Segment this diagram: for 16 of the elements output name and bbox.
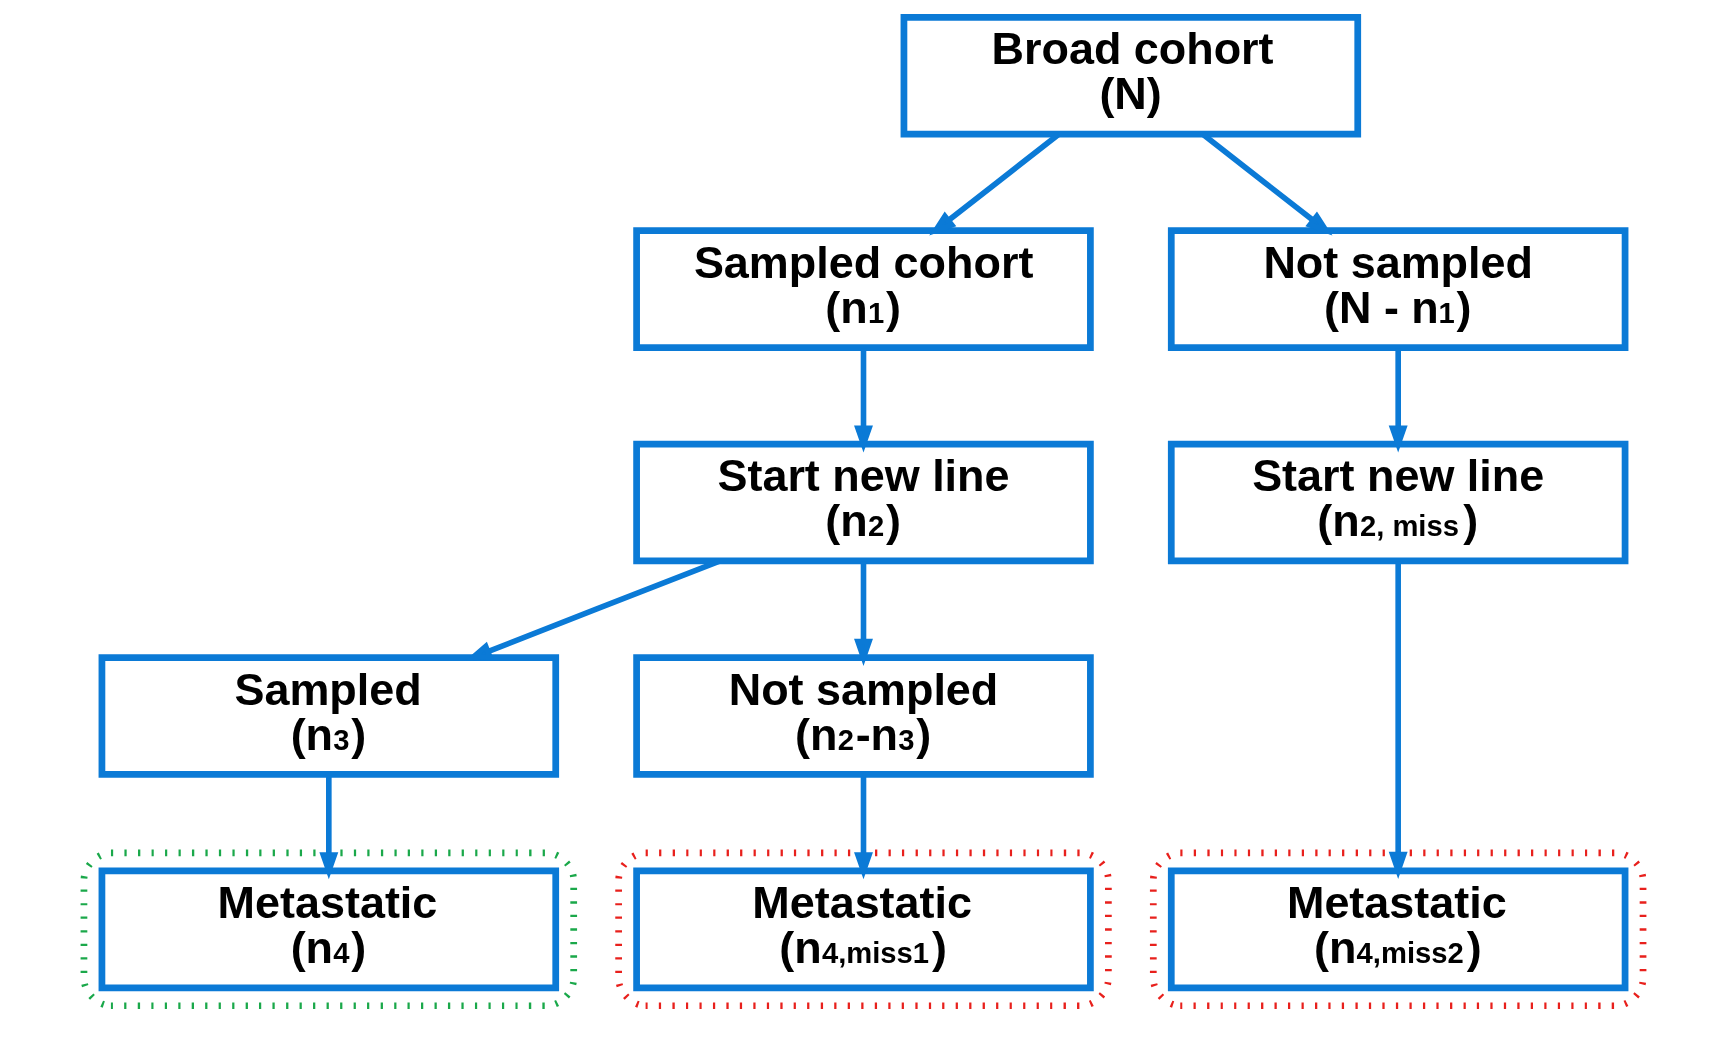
node-box: Sampled cohort (n1): [632, 227, 1094, 351]
arrow: [853, 775, 873, 880]
node-box: Start new line (n2): [632, 440, 1094, 565]
arrow: [1388, 348, 1408, 453]
node-box: Not sampled (n2-n3): [632, 654, 1094, 778]
node-box: Metastatic (n4): [98, 867, 559, 992]
node-box: Metastatic (n4,miss1): [632, 867, 1094, 992]
arrow: [1388, 561, 1408, 879]
node-box: Sampled (n3): [98, 654, 559, 778]
node-box: Broad cohort (N): [900, 13, 1361, 138]
node-box: Not sampled (N - n1): [1167, 227, 1628, 351]
arrow: [318, 775, 338, 880]
arrow: [853, 348, 873, 453]
node-box: Metastatic (n4,miss2): [1167, 867, 1628, 992]
node-box: Start new line (n2, miss): [1167, 440, 1628, 565]
arrow: [853, 561, 873, 666]
